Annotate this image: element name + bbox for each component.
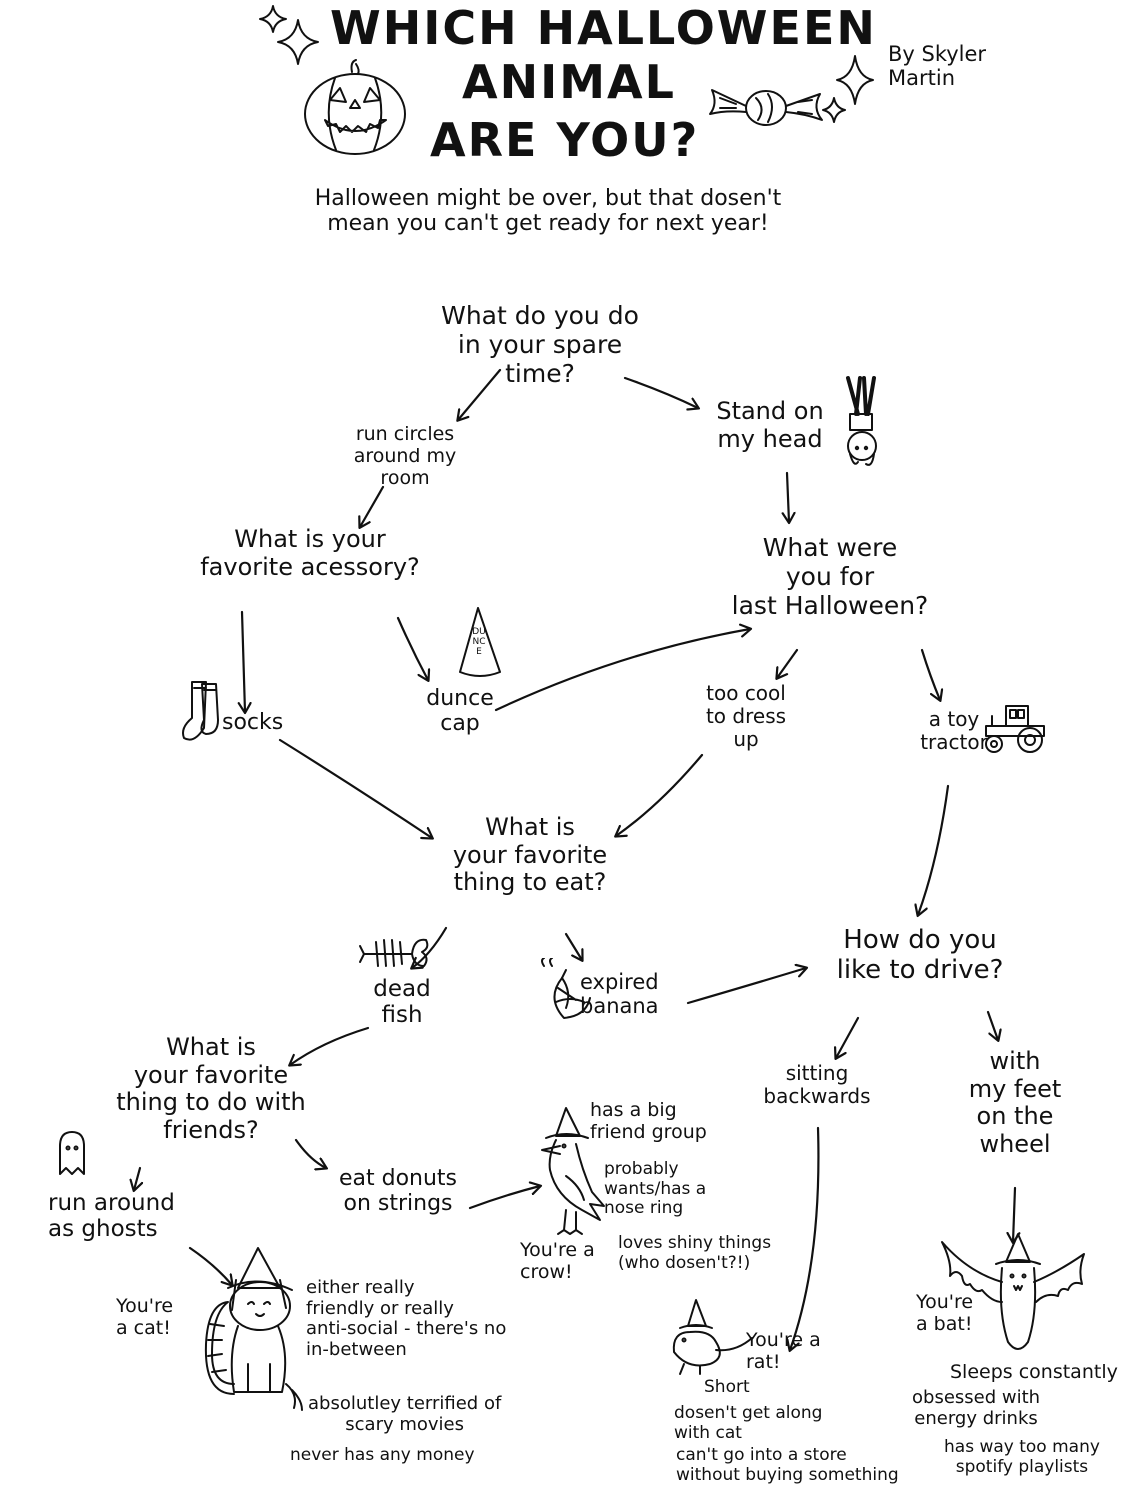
result-rat: You're a rat! <box>746 1329 821 1373</box>
arrow-q6-ghosts <box>134 1166 140 1190</box>
arrow-q6-donuts <box>294 1138 326 1168</box>
cat-trait-2: absolutley terrified of scary movies <box>308 1393 502 1435</box>
arrow-dunce-q3 <box>494 629 750 712</box>
arrow-toocool-q4 <box>616 753 704 836</box>
crow-icon <box>536 1106 614 1246</box>
arrow-fish-q6 <box>290 1026 370 1065</box>
banana-icon <box>536 957 594 1028</box>
answer-socks: socks <box>222 710 284 735</box>
socks-icon <box>178 680 228 750</box>
answer-run-as-ghosts: run around as ghosts <box>48 1190 175 1243</box>
answer-dunce-cap: dunce cap <box>426 686 494 737</box>
bat-trait-1: Sleeps constantly <box>950 1361 1118 1383</box>
rat-trait-2: dosen't get along with cat <box>674 1403 823 1443</box>
answer-expired-banana: expired banana <box>580 970 659 1019</box>
arrow-donuts-crow <box>468 1186 540 1210</box>
question-friends: What is your favorite thing to do with f… <box>116 1033 306 1144</box>
jack-o-lantern-icon <box>300 58 410 162</box>
arrow-ghosts-cat <box>188 1246 232 1285</box>
subtitle: Halloween might be over, but that dosen'… <box>314 186 782 237</box>
fish-skeleton-icon <box>358 932 432 976</box>
arrow-q4-fish <box>412 926 448 968</box>
bat-icon <box>938 1232 1088 1366</box>
bat-trait-2: obsessed with energy drinks <box>912 1387 1041 1429</box>
arrow-q1-run <box>458 368 502 420</box>
title-line-2: ANIMAL <box>462 55 676 109</box>
answer-sitting-backwards: sitting backwards <box>763 1061 871 1108</box>
answer-run-circles: run circles around my room <box>353 423 457 489</box>
arrow-q4-banana <box>564 932 582 960</box>
result-crow: You're a crow! <box>520 1239 595 1283</box>
arrow-q5-sitting <box>836 1016 860 1058</box>
answer-feet-on-wheel: with my feet on the wheel <box>968 1047 1062 1158</box>
title-line-3: ARE YOU? <box>430 113 700 167</box>
answer-too-cool: too cool to dress up <box>705 681 787 751</box>
rat-icon <box>666 1298 756 1382</box>
bat-trait-3: has way too many spotify playlists <box>944 1437 1100 1477</box>
crow-trait-1: has a big friend group <box>590 1099 707 1143</box>
sparkle-icon <box>822 97 846 127</box>
answer-dead-fish: dead fish <box>373 976 431 1029</box>
ghost-icon <box>56 1130 88 1182</box>
sparkle-icon <box>276 18 320 70</box>
crow-trait-3: loves shiny things (who dosen't?!) <box>618 1233 772 1273</box>
cat-icon <box>198 1244 310 1418</box>
question-eat: What is your favorite thing to eat? <box>452 813 608 897</box>
arrow-stand-q3 <box>787 471 789 522</box>
answer-toy-tractor: a toy tractor <box>920 707 988 754</box>
cat-trait-1: either really friendly or really anti-so… <box>306 1277 507 1361</box>
tractor-icon <box>980 702 1052 758</box>
upside-down-girl-icon <box>838 374 894 474</box>
answer-stand-on-head: Stand on my head <box>716 397 824 453</box>
arrow-banana-q5 <box>686 968 806 1005</box>
dunce-cap-icon <box>456 606 502 686</box>
title-line-1: WHICH HALLOWEEN <box>330 1 877 55</box>
candy-icon <box>706 80 826 140</box>
cat-trait-3: never has any money <box>290 1445 475 1465</box>
answer-eat-donuts: eat donuts on strings <box>338 1166 458 1217</box>
sparkle-icon <box>258 4 288 38</box>
crow-trait-2: probably wants/has a nose ring <box>604 1159 707 1219</box>
arrow-q3-tractor <box>920 648 940 700</box>
rat-trait-3: can't go into a store without buying som… <box>676 1445 899 1485</box>
arrow-tractor-q5 <box>918 784 950 915</box>
byline: By Skyler Martin <box>888 42 987 91</box>
arrow-q2-dunce <box>396 616 428 680</box>
question-spare-time: What do you do in your spare time? <box>441 301 639 388</box>
question-last-halloween: What were you for last Halloween? <box>731 533 929 620</box>
arrow-feet-bat <box>1013 1186 1015 1242</box>
arrow-q2-socks <box>242 610 245 712</box>
question-drive: How do you like to drive? <box>836 925 1004 985</box>
result-bat: You're a bat! <box>916 1291 974 1335</box>
arrow-q5-feet <box>986 1010 998 1040</box>
arrow-socks-q4 <box>278 738 432 838</box>
arrow-q1-stand <box>623 376 698 408</box>
arrow-sitting-rat <box>790 1126 820 1350</box>
question-accessory: What is your favorite acessory? <box>200 525 420 581</box>
dunce-cap-label: DUNCE <box>472 627 486 657</box>
arrow-run-q2 <box>360 485 385 527</box>
sparkle-icon <box>835 54 875 110</box>
rat-trait-1: Short <box>704 1377 750 1397</box>
result-cat: You're a cat! <box>116 1295 174 1339</box>
arrow-q3-toocool <box>777 648 799 678</box>
